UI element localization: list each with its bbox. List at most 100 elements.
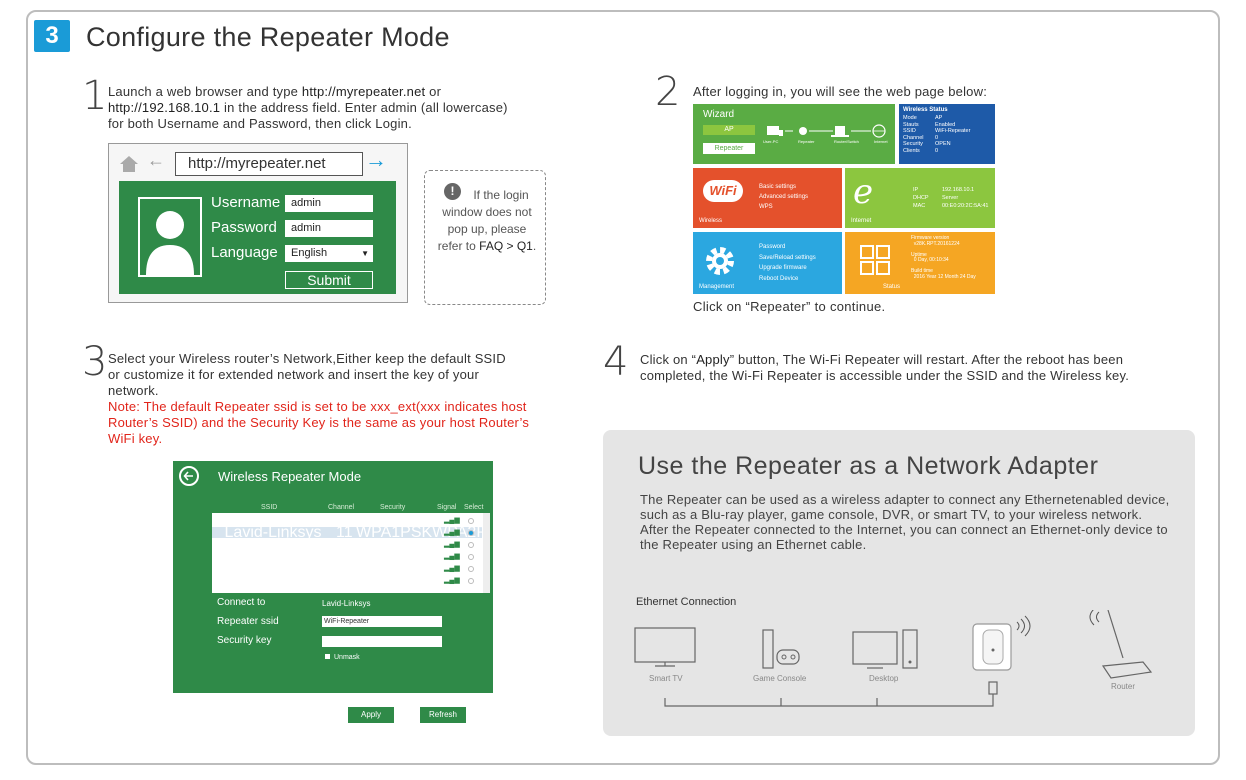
login-tip-box: ! If the login window does not pop up, p… [424, 170, 546, 305]
repeater-ssid-input[interactable]: WiFi-Repeater [322, 616, 442, 627]
step2-number: 2 [655, 69, 681, 115]
username-label: Username [211, 194, 281, 211]
ap-button[interactable]: AP [703, 125, 755, 135]
table-header: SSID Channel Security Signal Select [261, 504, 484, 511]
web-dashboard: Wizard AP Repeater User-PC Repeater Rout… [693, 104, 995, 294]
row-ssid: Lavid-Linksys [224, 524, 322, 541]
network-adapter-panel: Use the Repeater as a Network Adapter Th… [603, 430, 1195, 736]
browser-mockup: ← http://myrepeater.net → Username admin… [108, 143, 408, 303]
ssid-label: Repeater ssid [217, 616, 279, 627]
network-list[interactable]: Lavid-Linksys_5GHz_2G_Ext5WPA1PSKWPA2PSK… [212, 513, 490, 593]
step1-url: http://myrepeater.net [301, 84, 426, 99]
signal-icon: ▂▄▆ [444, 529, 460, 536]
signal-icon: ▂▄▆ [444, 565, 460, 572]
row-channel: 11 [336, 536, 353, 553]
login-panel: Username admin Password admin Language E… [119, 181, 396, 294]
security-key-input[interactable] [322, 636, 442, 647]
ethernet-diagram [634, 610, 1153, 707]
internet-tile[interactable]: e IP DHCP MAC 192.168.10.1 Server 00:E0:… [845, 168, 995, 228]
device-label-console: Game Console [753, 674, 807, 683]
step1-number: 1 [82, 73, 108, 119]
security-key-label: Security key [217, 635, 272, 646]
connect-label: Connect to [217, 597, 266, 608]
row-channel: 11 [336, 560, 353, 577]
step3-note: Note: The default Repeater ssid is set t… [108, 399, 527, 414]
adapter-title: Use the Repeater as a Network Adapter [638, 452, 1099, 480]
select-radio[interactable] [468, 554, 474, 560]
row-channel: 3 [338, 548, 348, 565]
language-select[interactable]: English▼ [285, 245, 373, 262]
table-row[interactable]: Lavid_5G_2G_0211WPA1PSKWPA2PSK▂▄▆ [212, 560, 490, 577]
ethernet-cable [664, 694, 994, 707]
list-scrollbar[interactable] [483, 513, 490, 593]
gear-icon [706, 247, 734, 275]
internet-explorer-icon: e [853, 172, 874, 212]
tip-text: If the login window does not pop up, ple… [437, 188, 537, 253]
step1-text: Launch a web browser and type http://myr… [108, 84, 508, 131]
game-console-icon [762, 629, 800, 669]
password-field[interactable]: admin [285, 220, 373, 237]
management-tile[interactable]: Password Save/Reload settings Upgrade fi… [693, 232, 842, 294]
step3-number: 3 [82, 339, 108, 385]
back-circle-icon[interactable] [179, 466, 199, 486]
signal-icon: ▂▄▆ [444, 541, 460, 548]
wifi-logo-icon: WiFi [703, 180, 743, 202]
home-icon [120, 156, 138, 172]
select-radio[interactable] [468, 542, 474, 548]
connect-value: Lavid-Linksys [322, 599, 371, 608]
network-topology-icon [767, 124, 886, 138]
signal-icon: ▂▄▆ [444, 553, 460, 560]
device-label-tv: Smart TV [649, 674, 683, 683]
username-field[interactable]: admin [285, 195, 373, 212]
step4-text: Click on “Apply” button, The Wi-Fi Repea… [640, 352, 1130, 383]
unmask-checkbox[interactable] [325, 654, 330, 659]
repeater-button[interactable]: Repeater [703, 143, 755, 154]
select-radio[interactable] [468, 530, 474, 536]
row-channel: 11 [336, 524, 353, 541]
info-icon: ! [444, 183, 461, 200]
row-channel: 2 [338, 572, 348, 589]
go-arrow-icon[interactable]: → [365, 147, 387, 172]
refresh-button[interactable]: Refresh [420, 707, 466, 723]
page-title: Configure the Repeater Mode [86, 22, 450, 52]
row-security: WPA1PSKWPA2PSK [356, 572, 490, 589]
smart-tv-icon [634, 627, 696, 667]
wizard-tile[interactable]: Wizard AP Repeater User-PC Repeater Rout… [693, 104, 895, 164]
user-avatar-icon [138, 197, 202, 277]
wireless-tile[interactable]: WiFi Basic settings Advanced settings WP… [693, 168, 842, 228]
adapter-description: The Repeater can be used as a wireless a… [640, 492, 1170, 552]
status-tile[interactable]: Firmware version v28K.RPT.20161224 Uptim… [845, 232, 995, 294]
language-label: Language [211, 244, 278, 261]
row-channel: 5 [338, 513, 348, 529]
status-grid-icon [860, 245, 890, 275]
table-row[interactable]: Lavid-Linksys11WPA1PSKWPA2PSK▂▄▆ [212, 524, 490, 541]
repeater-device-icon [972, 615, 1031, 695]
select-radio[interactable] [468, 578, 474, 584]
device-label-desktop: Desktop [869, 674, 899, 683]
ethernet-connection-title: Ethernet Connection [636, 596, 737, 608]
row-ssid: Lavid_5G_2G_02 [214, 560, 340, 577]
table-row[interactable]: dlink-FUHO3WPA1PSKWPA2PSK▂▄▆ [212, 548, 490, 565]
select-radio[interactable] [468, 566, 474, 572]
step3-text: Select your Wireless router’s Network,Ei… [108, 351, 530, 446]
step2-text: After logging in, you will see the web p… [693, 84, 988, 99]
signal-icon: ▂▄▆ [444, 577, 460, 584]
router-icon [1089, 610, 1153, 679]
signal-icon: ▂▄▆ [444, 517, 460, 524]
step-badge: 3 [34, 20, 70, 52]
unmask-option[interactable]: Unmask [325, 654, 360, 661]
row-security: WPA2PSK [359, 536, 437, 553]
address-bar[interactable]: http://myrepeater.net [175, 152, 363, 176]
dashboard-caption: Click on “Repeater” to continue. [693, 299, 886, 314]
wireless-status-tile[interactable]: Wireless Status Mode Stauts SSID Channel… [899, 104, 995, 164]
table-row[interactable]: 2014-4-9 2 WPA1PSKWPA2PSK▂▄▆ [212, 572, 490, 589]
submit-button[interactable]: Submit [285, 271, 373, 289]
password-label: Password [211, 219, 277, 236]
select-radio[interactable] [468, 518, 474, 524]
repeater-mode-panel: Wireless Repeater Mode SSID Channel Secu… [173, 461, 493, 693]
row-ssid: 2014-4-9 [240, 572, 306, 589]
step1-ip: http://192.168.10.1 [108, 100, 221, 115]
apply-button[interactable]: Apply [348, 707, 394, 723]
repeater-title: Wireless Repeater Mode [218, 469, 362, 484]
